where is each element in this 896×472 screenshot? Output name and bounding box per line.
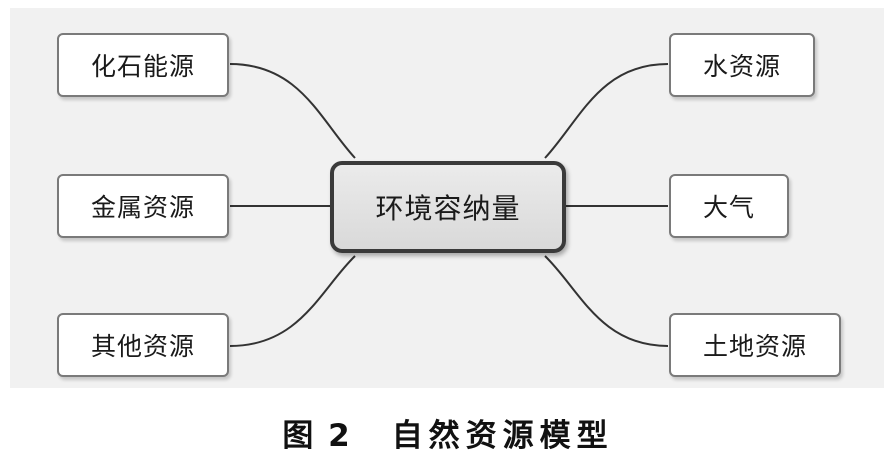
- link-land-resources: [544, 255, 669, 347]
- link-water-resources: [544, 63, 669, 159]
- node-water-resources: 水资源: [669, 33, 815, 97]
- figure-number: 图 2: [282, 418, 352, 454]
- node-environmental-capacity: 环境容纳量: [330, 161, 566, 253]
- figure-caption: 图 2 自然资源模型: [0, 410, 896, 455]
- figure-title: 自然资源模型: [391, 418, 614, 454]
- node-metal-resources: 金属资源: [57, 174, 229, 238]
- node-atmosphere: 大气: [669, 174, 789, 238]
- node-land-resources: 土地资源: [669, 313, 841, 377]
- node-fossil-energy: 化石能源: [57, 33, 229, 97]
- link-fossil-energy: [229, 63, 356, 159]
- node-other-resources: 其他资源: [57, 313, 229, 377]
- link-other-resources: [229, 255, 356, 347]
